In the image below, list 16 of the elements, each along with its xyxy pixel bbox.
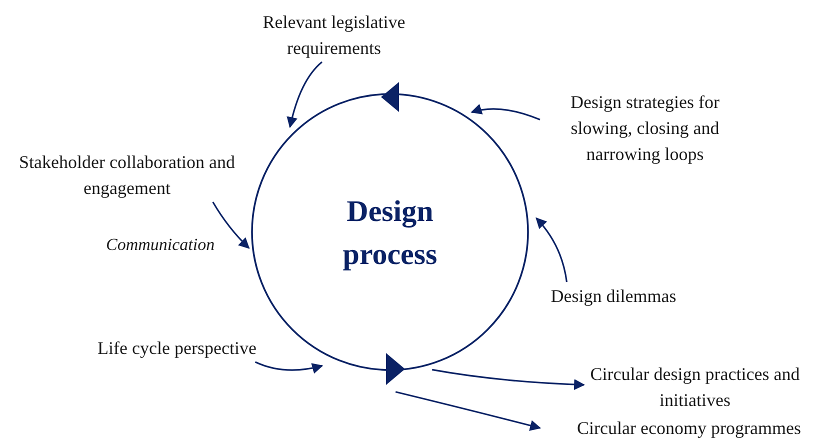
factor-label: Life cycle perspective [98,336,256,360]
factor-label: Design dilemmas [550,284,676,308]
arrow [286,61,322,128]
cycle-title: Design process [342,194,438,273]
annotation-label: Communication [106,235,215,255]
arrow [536,217,568,282]
factor-label: Circular economy programmes [577,416,801,440]
factor-label: Circular design practices and initiatives [589,362,801,412]
factor-label: Design strategies for slowing, closing and narrowing loops [570,90,720,166]
arrow [254,361,324,374]
factor-label: Stakeholder collaboration and engagement [18,150,236,200]
arrow [470,104,540,120]
factor-label: Relevant legislative requirements [262,10,406,60]
arrow [212,202,250,249]
arrow [395,391,542,431]
arrow [432,368,586,390]
